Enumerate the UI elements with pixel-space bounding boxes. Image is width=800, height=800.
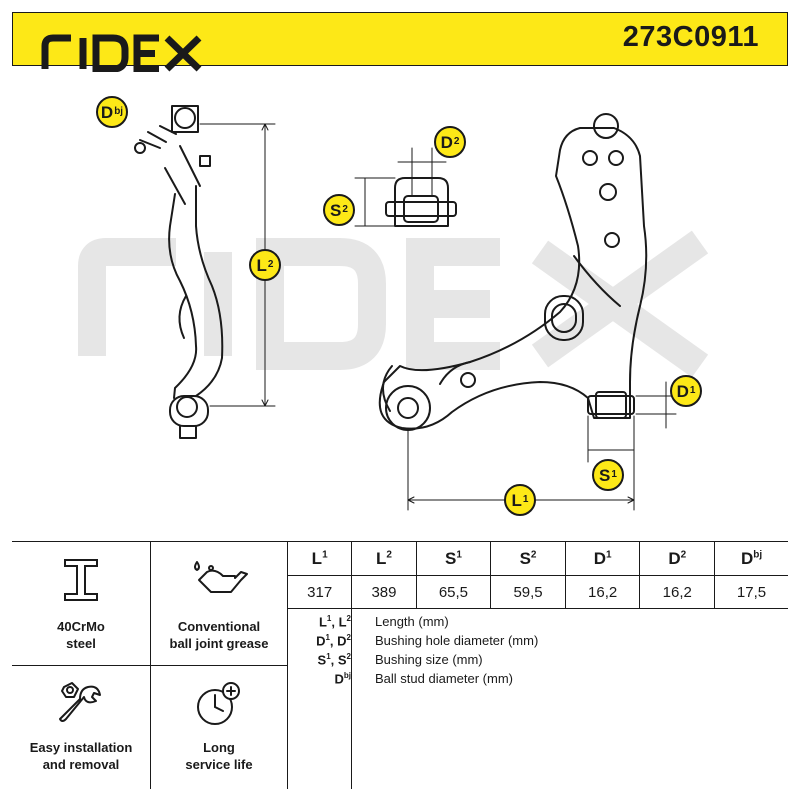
header-d1: D1 (564, 542, 640, 576)
feature-label: Easy installation and removal (29, 740, 133, 772)
header-l1: L1 (286, 542, 352, 576)
header-s1: S1 (415, 542, 491, 576)
feature-label: 40CrMo steel (57, 619, 105, 651)
l1-s1-d1-dimension-lines (407, 381, 677, 511)
value-l1: 317 (286, 575, 352, 609)
legend-key: Dbj (334, 671, 352, 687)
legend-text: Bushing size (mm) (375, 652, 483, 667)
table-values-row: 317 389 65,5 59,5 16,2 16,2 17,5 (286, 575, 788, 609)
divider (287, 608, 788, 609)
legend-text: Ball stud diameter (mm) (375, 671, 513, 686)
legend-row: S1, S2 Bushing size (mm) (287, 652, 788, 670)
legend-key: L1, L2 (318, 614, 351, 630)
feature-installation: Easy installation and removal (12, 665, 150, 788)
bushing-detail (385, 177, 457, 227)
legend-row: L1, L2 Length (mm) (287, 614, 788, 632)
header-dbj: Dbj (714, 542, 788, 576)
i-beam-icon (64, 559, 98, 601)
value-s2: 59,5 (490, 575, 566, 609)
divider (287, 542, 288, 789)
legend-text: Length (mm) (375, 614, 449, 629)
main-control-arm (378, 113, 648, 431)
side-view-arm (134, 105, 224, 439)
feature-label: Conventional ball joint grease (169, 619, 269, 651)
spec-section: 40CrMo steel Conventional ball joint gre… (12, 541, 788, 789)
legend-key: S1, S2 (317, 652, 351, 668)
brand-logo (41, 34, 202, 72)
value-s1: 65,5 (415, 575, 491, 609)
legend-text: Bushing hole diameter (mm) (375, 633, 539, 648)
feature-label: Long service life (185, 740, 253, 772)
legend-key: D1, D2 (316, 633, 351, 649)
header-l2: L2 (351, 542, 417, 576)
table-header-row: L1 L2 S1 S2 D1 D2 Dbj (286, 542, 788, 576)
divider (351, 608, 352, 789)
legend-row: D1, D2 Bushing hole diameter (mm) (287, 633, 788, 651)
watermark-logo (78, 230, 709, 378)
header-s2: S2 (490, 542, 566, 576)
value-d2: 16,2 (639, 575, 715, 609)
value-l2: 389 (351, 575, 417, 609)
clock-plus-icon (197, 682, 240, 725)
d2-s2-dimension-lines (354, 147, 447, 227)
oil-can-icon (194, 561, 248, 593)
value-d1: 16,2 (564, 575, 640, 609)
dimensions-table: L1 L2 S1 S2 D1 D2 Dbj 317 389 65,5 59,5 … (286, 542, 788, 609)
divider (12, 665, 287, 666)
legend-row: Dbj Ball stud diameter (mm) (287, 671, 788, 689)
value-dbj: 17,5 (714, 575, 788, 609)
header-bar: 273C0911 (12, 12, 788, 72)
feature-steel: 40CrMo steel (12, 542, 150, 665)
control-arm-drawing (78, 105, 709, 511)
feature-service-life: Long service life (150, 665, 288, 788)
feature-grease: Conventional ball joint grease (150, 542, 288, 665)
header-d2: D2 (639, 542, 715, 576)
part-number: 273C0911 (622, 21, 759, 53)
tools-icon (59, 682, 101, 722)
